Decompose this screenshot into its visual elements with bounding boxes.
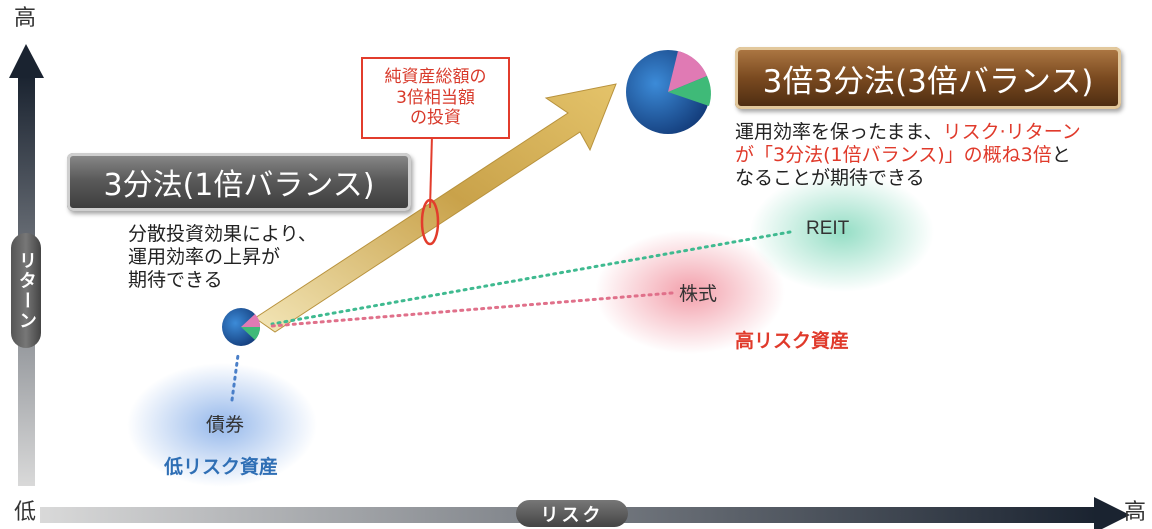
right-description-highlight: が「3分法(1倍バランス)」の概ね3倍 bbox=[735, 144, 1052, 166]
bond-label: 債券 bbox=[206, 414, 245, 436]
left-description-line: 期待できる bbox=[128, 269, 223, 291]
callout-line: 純資産総額の bbox=[384, 67, 487, 88]
bond-dotted-line bbox=[230, 353, 240, 402]
right-description-text: 運用効率を保ったまま、 bbox=[735, 121, 943, 143]
callout-ring bbox=[420, 198, 440, 246]
callout-line: 3倍相当額 bbox=[396, 87, 475, 108]
origin-low-label: 低 bbox=[14, 500, 37, 525]
x-axis-high-label: 高 bbox=[1124, 500, 1147, 525]
equity-glow bbox=[595, 230, 785, 354]
bond-glow bbox=[127, 363, 317, 487]
balance-3x-banner: 3倍3分法(3倍バランス) bbox=[735, 47, 1121, 109]
callout-line: の投資 bbox=[410, 108, 461, 129]
y-axis-title: リターン bbox=[11, 233, 41, 348]
left-description-line: 分散投資効果により、 bbox=[128, 223, 317, 245]
reit-glow bbox=[750, 172, 934, 292]
low-risk-assets-label: 低リスク資産 bbox=[164, 456, 279, 478]
right-description-line-2: が「3分法(1倍バランス)」の概ね3倍と bbox=[735, 144, 1071, 167]
balance-1x-banner: 3分法(1倍バランス) bbox=[67, 153, 411, 211]
right-description-text: と bbox=[1051, 144, 1071, 166]
y-axis-high-label: 高 bbox=[14, 6, 37, 31]
callout-connector bbox=[429, 134, 433, 209]
high-risk-assets-label: 高リスク資産 bbox=[735, 330, 850, 352]
x-axis-title: リスク bbox=[516, 500, 628, 527]
right-description-line-1: 運用効率を保ったまま、リスク·リターン bbox=[735, 121, 1081, 144]
right-description-line-3: なることが期待できる bbox=[735, 167, 925, 189]
large-portfolio-pie bbox=[626, 50, 711, 134]
right-description-highlight: リスク·リターン bbox=[942, 121, 1081, 143]
left-description-line: 運用効率の上昇が bbox=[128, 246, 281, 268]
reit-label: REIT bbox=[806, 218, 850, 239]
investment-callout: 純資産総額の 3倍相当額 の投資 bbox=[361, 57, 510, 139]
equity-label: 株式 bbox=[679, 283, 718, 305]
small-portfolio-pie bbox=[222, 308, 261, 346]
